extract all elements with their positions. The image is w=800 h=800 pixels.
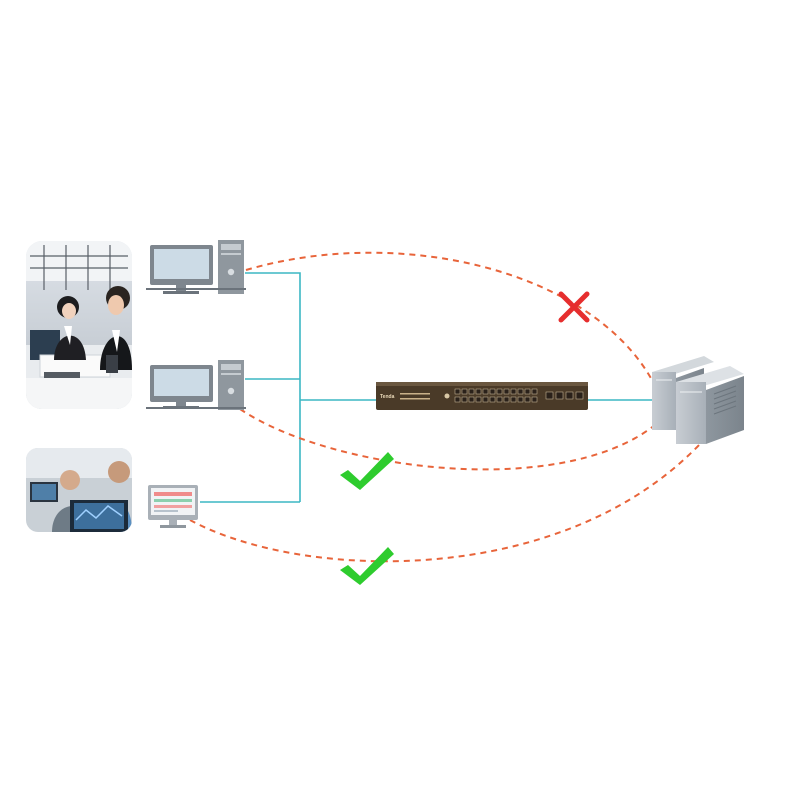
switch-ports bbox=[454, 388, 584, 403]
path-pc1-to-server bbox=[245, 251, 653, 381]
switch-brand-label: Tenda bbox=[380, 394, 395, 400]
path-pc2-to-server bbox=[239, 408, 656, 471]
checkmark-icon bbox=[340, 547, 394, 585]
path-terminal-to-server bbox=[189, 443, 701, 563]
cable-pc1-trunk bbox=[245, 272, 301, 502]
server-icon bbox=[652, 356, 744, 444]
monitor-icon bbox=[148, 485, 198, 528]
office-workers-photo bbox=[26, 241, 132, 409]
monitoring-staff-photo bbox=[26, 448, 132, 532]
desktop-computer-icon bbox=[146, 240, 246, 294]
checkmark-icon bbox=[340, 452, 394, 490]
desktop-computer-icon bbox=[146, 360, 246, 410]
ethernet-cables bbox=[200, 272, 652, 503]
x-cross-icon bbox=[558, 291, 590, 323]
network-switch-icon: Tenda bbox=[376, 382, 588, 410]
communication-paths bbox=[189, 251, 701, 563]
